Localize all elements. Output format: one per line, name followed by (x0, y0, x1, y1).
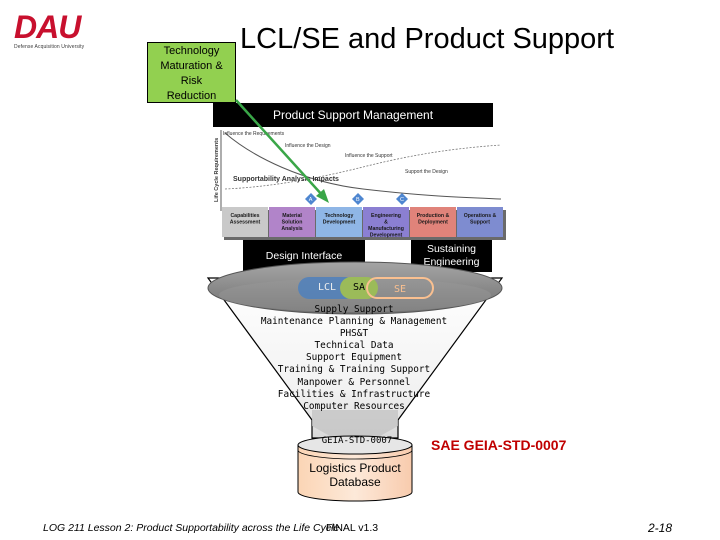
phase-label: Assessment (230, 220, 261, 226)
element-item: Facilities & Infrastructure (277, 388, 431, 400)
phase-label: Deployment (418, 220, 448, 226)
geia-tag: GEIA-STD-0007 (321, 436, 393, 446)
funnel-neck (312, 410, 398, 450)
slide-number: 2-18 (648, 521, 673, 535)
phase-label: Capabilities (230, 213, 259, 219)
footer-course-title: LOG 211 Lesson 2: Product Supportability… (43, 522, 340, 534)
element-item: PHS&T (339, 328, 369, 340)
sae-standard-label: SAE GEIA-STD-0007 (431, 437, 567, 453)
element-item: Training & Training Support (277, 364, 431, 376)
phase-label: Material (282, 213, 302, 219)
slide-title: LCL/SE and Product Support (240, 23, 615, 55)
tm-line: Technology (163, 45, 220, 57)
element-item: Maintenance Planning & Management (260, 316, 448, 328)
milestone-a: A (309, 197, 313, 203)
technology-maturation-box: Technology Maturation & Risk Reduction (147, 42, 236, 103)
tm-line: Maturation & (160, 60, 223, 72)
db-line: Database (329, 475, 381, 489)
phase-block (222, 207, 268, 237)
phase-label: Development (323, 220, 356, 226)
product-support-management-bar: Product Support Management (213, 103, 493, 127)
phase-label: Operations & (464, 213, 497, 219)
tm-line: Risk (180, 75, 203, 87)
phase-label: & (384, 220, 388, 226)
phase-block (316, 207, 362, 237)
element-item: Supply Support (314, 304, 394, 315)
phase-block (410, 207, 456, 237)
curve-label-2: Influence the Design (285, 143, 331, 149)
element-item: Manpower & Personnel (297, 376, 411, 388)
element-item: Support Equipment (306, 352, 402, 364)
phase-block (363, 207, 409, 237)
tm-line: Reduction (166, 90, 217, 102)
life-cycle-graphic: Life Cycle Requirements Influence the Re… (213, 127, 506, 242)
element-item: Computer Resources (303, 400, 405, 412)
element-item: Technical Data (314, 340, 394, 352)
lcl-sa-se-chips: LCL SA SE (298, 277, 438, 301)
dau-logo: DAU Defense Acquisition University (14, 10, 122, 58)
phase-label: Technology (325, 213, 354, 219)
milestone-b: B (356, 197, 360, 203)
product-support-elements: Supply Support Maintenance Planning & Ma… (256, 304, 452, 413)
supportability-impacts-label: Supportability Analysis Impacts (233, 176, 339, 183)
milestone-c: C (400, 197, 404, 203)
dau-logo-subtitle: Defense Acquisition University (14, 44, 85, 50)
dau-logo-letters: DAU (14, 9, 81, 45)
phase-label: Analysis (281, 226, 302, 232)
phase-block (457, 207, 503, 237)
curve-label-3: Influence the Support (345, 153, 393, 159)
curve-label-1: Influence the Requirements (223, 131, 285, 137)
logistics-product-database (297, 435, 413, 502)
phase-block (269, 207, 315, 237)
life-cycle-requirements-label: Life Cycle Requirements (214, 138, 220, 202)
phase-label: Support (470, 220, 490, 226)
phase-label: Solution (282, 220, 303, 226)
curve-label-4: Support the Design (405, 169, 448, 175)
footer-version: FINAL v1.3 (326, 522, 379, 534)
se-line: Engineering (423, 256, 480, 268)
phase-label: Engineering (371, 213, 401, 219)
database-label: Logistics Product Database (297, 461, 413, 489)
phase-label: Manufacturing (368, 226, 404, 232)
phase-label: Production & (417, 213, 450, 219)
se-chip: SE (366, 277, 434, 299)
db-line: Logistics Product (309, 461, 401, 475)
phase-label: Development (370, 233, 403, 239)
se-line: Sustaining (426, 243, 477, 255)
